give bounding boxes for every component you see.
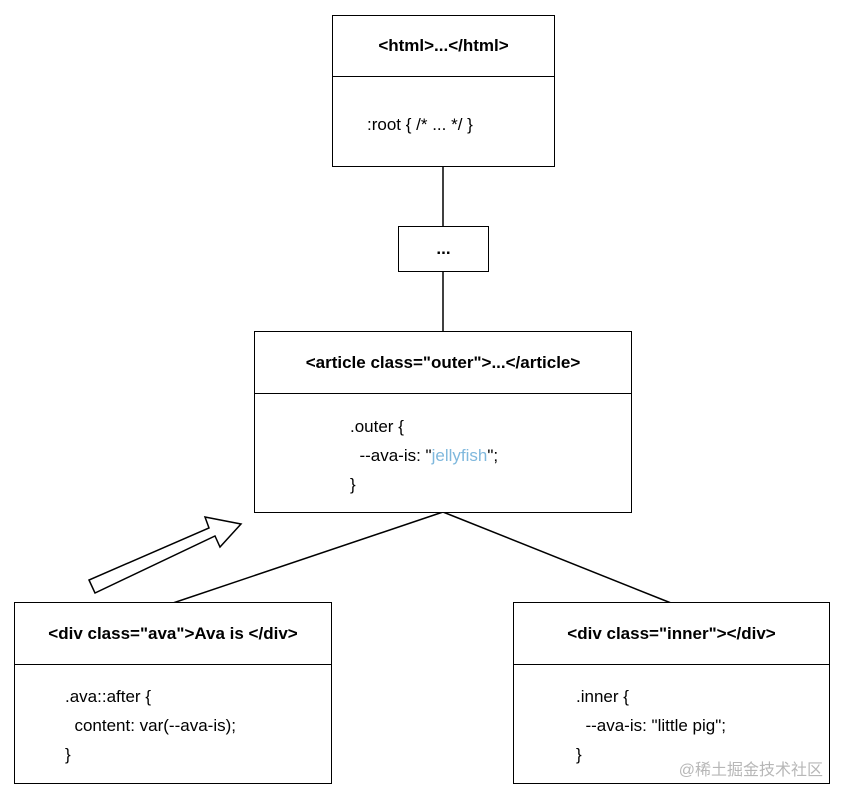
article-node: <article class="outer">...</article> .ou… bbox=[254, 331, 632, 513]
inner-node-line-2: --ava-is: "little pig"; bbox=[576, 716, 726, 735]
ava-node-line-2: content: var(--ava-is); bbox=[65, 716, 236, 735]
html-node: <html>...</html> :root { /* ... */ } bbox=[332, 15, 555, 167]
ava-node: <div class="ava">Ava is </div> .ava::aft… bbox=[14, 602, 332, 784]
article-prop-end: "; bbox=[487, 446, 499, 465]
edge-article-inner bbox=[442, 511, 672, 604]
watermark: @稀土掘金技术社区 bbox=[678, 762, 823, 779]
inner-node-line-1: .inner { bbox=[576, 687, 629, 706]
ava-node-line-3: } bbox=[65, 745, 71, 764]
ava-node-title: <div class="ava">Ava is </div> bbox=[15, 603, 331, 665]
ava-node-line-1: .ava::after { bbox=[65, 687, 151, 706]
article-node-body: .outer { --ava-is: "jellyfish"; } bbox=[255, 394, 631, 499]
article-prop-name: --ava-is: " bbox=[350, 446, 432, 465]
article-node-title: <article class="outer">...</article> bbox=[255, 332, 631, 394]
ava-node-body: .ava::after { content: var(--ava-is); } bbox=[15, 665, 331, 769]
article-node-line-2: --ava-is: "jellyfish"; bbox=[350, 441, 631, 470]
inner-node-line-3: } bbox=[576, 745, 582, 764]
article-prop-value: jellyfish bbox=[431, 446, 488, 465]
inner-node-title: <div class="inner"></div> bbox=[514, 603, 829, 665]
inner-node: <div class="inner"></div> .inner { --ava… bbox=[513, 602, 830, 784]
html-node-body: :root { /* ... */ } bbox=[333, 77, 554, 139]
ellipsis-node: ... bbox=[398, 226, 489, 272]
article-node-line-1: .outer { bbox=[350, 417, 404, 436]
html-node-line-1: :root { /* ... */ } bbox=[367, 115, 473, 134]
edge-article-ava bbox=[172, 511, 444, 604]
html-node-title: <html>...</html> bbox=[333, 16, 554, 77]
hollow-arrow-icon bbox=[87, 516, 243, 595]
inner-node-body: .inner { --ava-is: "little pig"; } bbox=[514, 665, 829, 769]
article-node-line-3: } bbox=[350, 475, 356, 494]
